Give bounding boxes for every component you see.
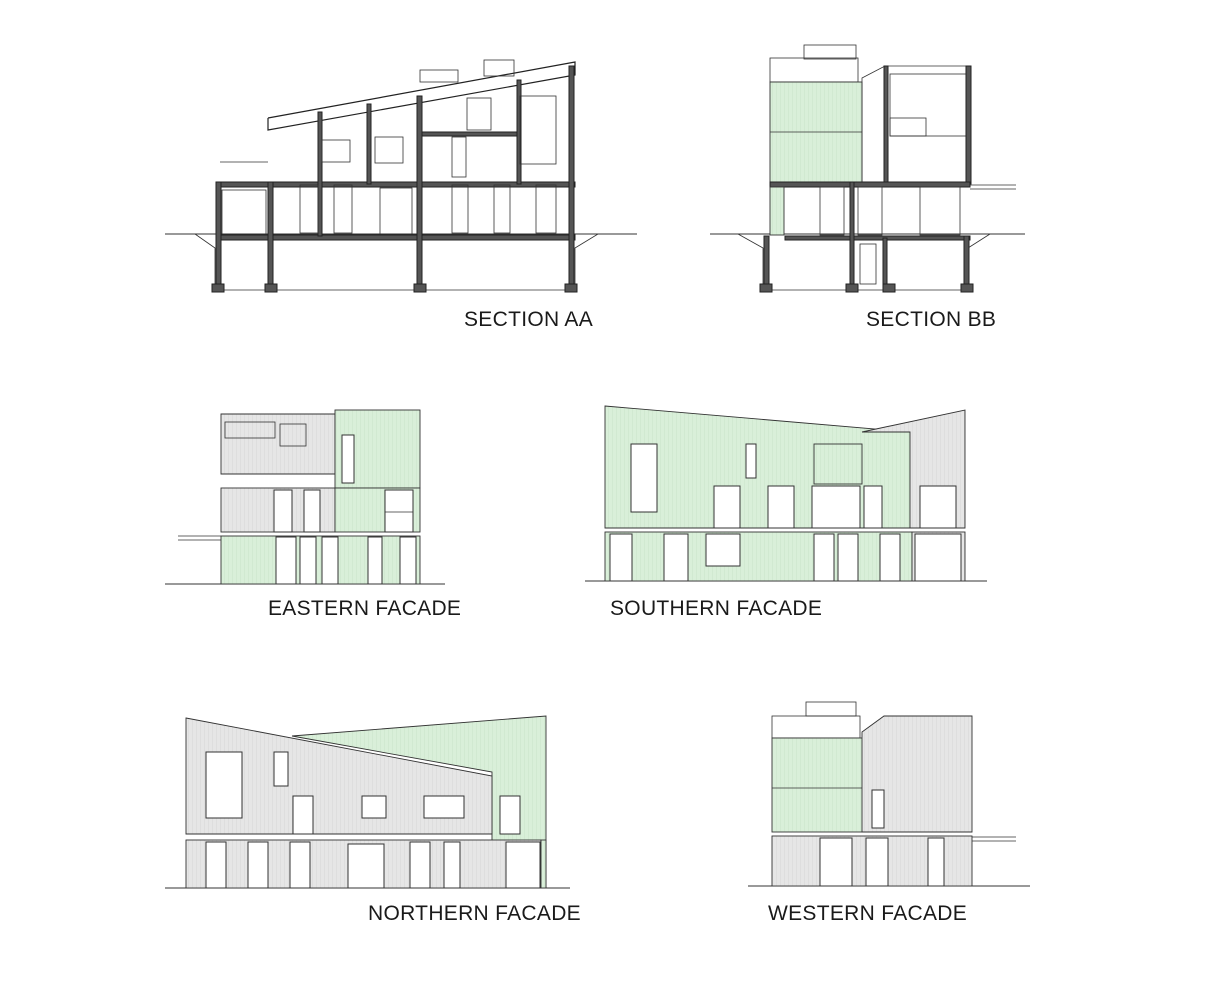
western-facade-drawing <box>748 701 1030 887</box>
western-facade-label: WESTERN FACADE <box>768 902 968 925</box>
northern-facade-drawing <box>165 715 570 889</box>
section-aa-drawing <box>165 59 637 293</box>
eastern-facade-drawing <box>165 409 445 585</box>
eastern-facade-label: EASTERN FACADE <box>268 597 462 620</box>
southern-facade-drawing <box>585 405 987 582</box>
section-aa-label: SECTION AA <box>464 308 594 331</box>
section-bb-label: SECTION BB <box>866 308 997 331</box>
section-bb-drawing <box>710 44 1025 293</box>
southern-facade-label: SOUTHERN FACADE <box>610 597 823 620</box>
northern-facade-label: NORTHERN FACADE <box>368 902 581 925</box>
